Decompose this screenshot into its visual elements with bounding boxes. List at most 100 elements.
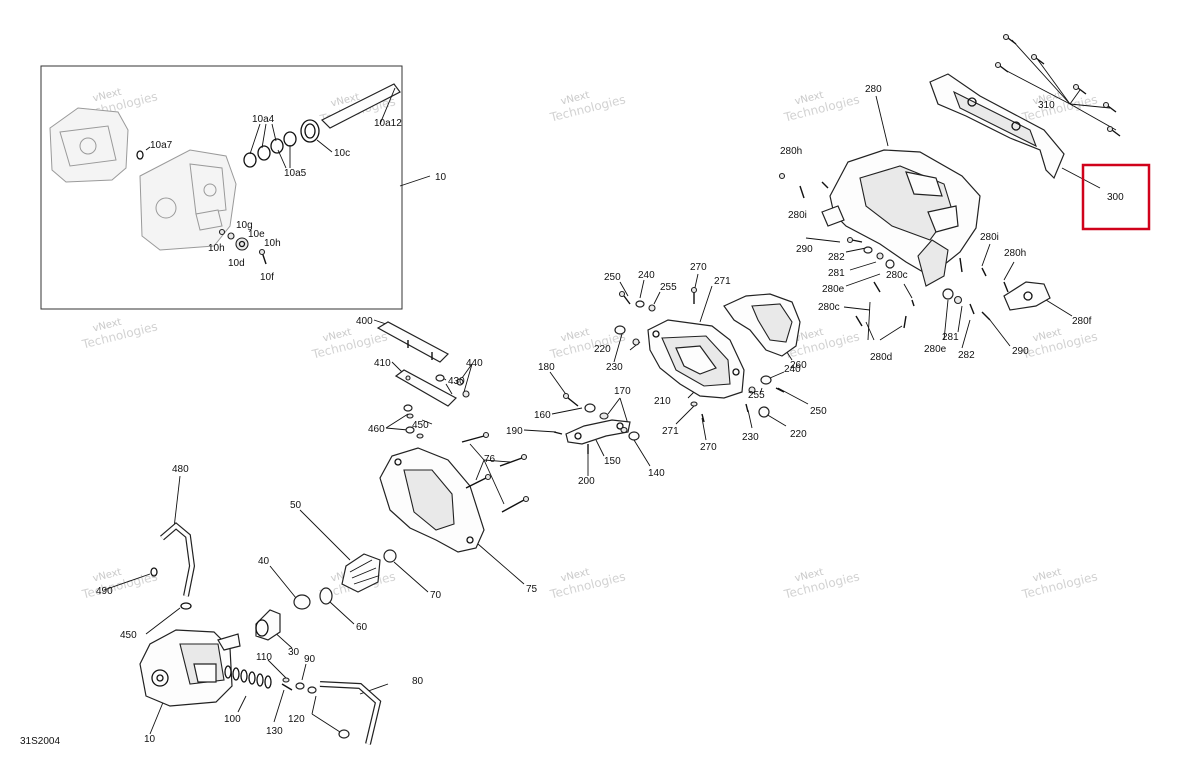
label-60: 60 [356, 622, 368, 633]
label-282-b: 282 [958, 350, 975, 361]
label-10-main: 10 [144, 734, 156, 745]
reference-code: 31S2004 [20, 736, 60, 747]
label-75: 75 [526, 584, 538, 595]
clamp-70 [383, 549, 397, 563]
hardware-150 [553, 392, 640, 454]
label-240-a: 240 [638, 270, 655, 281]
label-30: 30 [288, 647, 300, 658]
cover-plate-280f [1003, 281, 1051, 311]
label-240-b: 240 [784, 364, 801, 375]
label-10a5: 10a5 [284, 168, 307, 179]
shaft-10a12 [320, 83, 401, 129]
housing-210 [647, 319, 745, 399]
frame-75 [379, 447, 485, 553]
link-150 [565, 419, 631, 445]
hardware-280 [778, 172, 1009, 329]
clamp-120 [338, 729, 350, 739]
label-280i-a: 280i [788, 210, 807, 221]
seal-10c [300, 119, 320, 143]
label-230-a: 230 [606, 362, 623, 373]
gearbox-ghost-top [49, 107, 129, 183]
label-410: 410 [374, 358, 391, 369]
hardware-110-130 [281, 677, 317, 694]
label-480: 480 [172, 464, 189, 475]
label-10a12: 10a12 [374, 118, 402, 129]
clamp-450 [180, 602, 192, 610]
highlight-box [1081, 163, 1151, 231]
label-70: 70 [430, 590, 442, 601]
label-210: 210 [654, 396, 671, 407]
label-280i-b: 280i [980, 232, 999, 243]
label-281-b: 281 [942, 332, 959, 343]
label-280h-b: 280h [1004, 248, 1026, 259]
label-110: 110 [256, 652, 272, 663]
label-10a7: 10a7 [150, 140, 173, 151]
spring-100 [224, 665, 272, 689]
screws-310 [994, 33, 1121, 137]
label-450-b: 450 [120, 630, 137, 641]
bracket-310 [929, 73, 1065, 180]
label-280: 280 [865, 84, 882, 95]
label-270-a: 270 [690, 262, 707, 273]
label-290-a: 290 [796, 244, 813, 255]
label-50: 50 [290, 500, 302, 511]
clamp-490 [150, 567, 158, 577]
label-80: 80 [412, 676, 424, 687]
label-430: 430 [448, 376, 465, 387]
label-220: 220 [594, 344, 611, 355]
label-170: 170 [614, 386, 631, 397]
label-10h-a: 10h [208, 243, 225, 254]
label-450-a: 450 [412, 420, 429, 431]
label-250-a: 250 [604, 272, 621, 283]
label-255-a: 255 [660, 282, 677, 293]
label-271-b: 271 [662, 426, 679, 437]
label-255-b: 255 [748, 390, 765, 401]
hardware-10d-10h [218, 228, 267, 265]
label-260: 260 [790, 360, 807, 371]
plate-400 [376, 321, 449, 363]
label-300: 300 [1107, 192, 1124, 203]
label-10-inset: 10 [435, 172, 447, 183]
label-140: 140 [648, 468, 665, 479]
label-280f: 280f [1072, 316, 1092, 327]
coupler-30 [255, 609, 281, 641]
label-280e-b: 280e [924, 344, 947, 355]
label-190: 190 [506, 426, 523, 437]
gearbox-ghost-middle [139, 149, 237, 251]
clamp-60 [319, 587, 333, 605]
callout-labels: 10 10a4 10a5 10a7 10a12 10c 10g 10e 10h … [20, 84, 1124, 747]
label-282-a: 282 [828, 252, 845, 263]
label-220-b: 220 [790, 429, 807, 440]
boot-50 [341, 553, 381, 593]
label-270-b: 270 [700, 442, 717, 453]
cover-280 [821, 149, 981, 287]
label-310: 310 [1038, 100, 1055, 111]
label-460: 460 [368, 424, 385, 435]
label-10h-b: 10h [264, 238, 281, 249]
label-130: 130 [266, 726, 283, 737]
label-10c: 10c [334, 148, 350, 159]
label-10f: 10f [260, 272, 274, 283]
shield-260 [723, 293, 801, 357]
gearbox-10 [139, 629, 241, 707]
label-250-b: 250 [810, 406, 827, 417]
label-10a4: 10a4 [252, 114, 275, 125]
ring-40 [293, 594, 311, 610]
label-100: 100 [224, 714, 241, 725]
label-280e-a: 280e [822, 284, 845, 295]
hardware-middle [614, 286, 785, 423]
bolts-76 [461, 431, 530, 513]
label-10g: 10g [236, 220, 253, 231]
label-10d: 10d [228, 258, 245, 269]
label-440: 440 [466, 358, 483, 369]
label-150: 150 [604, 456, 621, 467]
hose-480 [160, 522, 196, 597]
label-90: 90 [304, 654, 316, 665]
label-280d: 280d [870, 352, 892, 363]
label-160: 160 [534, 410, 551, 421]
label-10e: 10e [248, 229, 265, 240]
label-280c-a: 280c [886, 270, 908, 281]
label-76: 76 [484, 454, 496, 465]
label-230-b: 230 [742, 432, 759, 443]
